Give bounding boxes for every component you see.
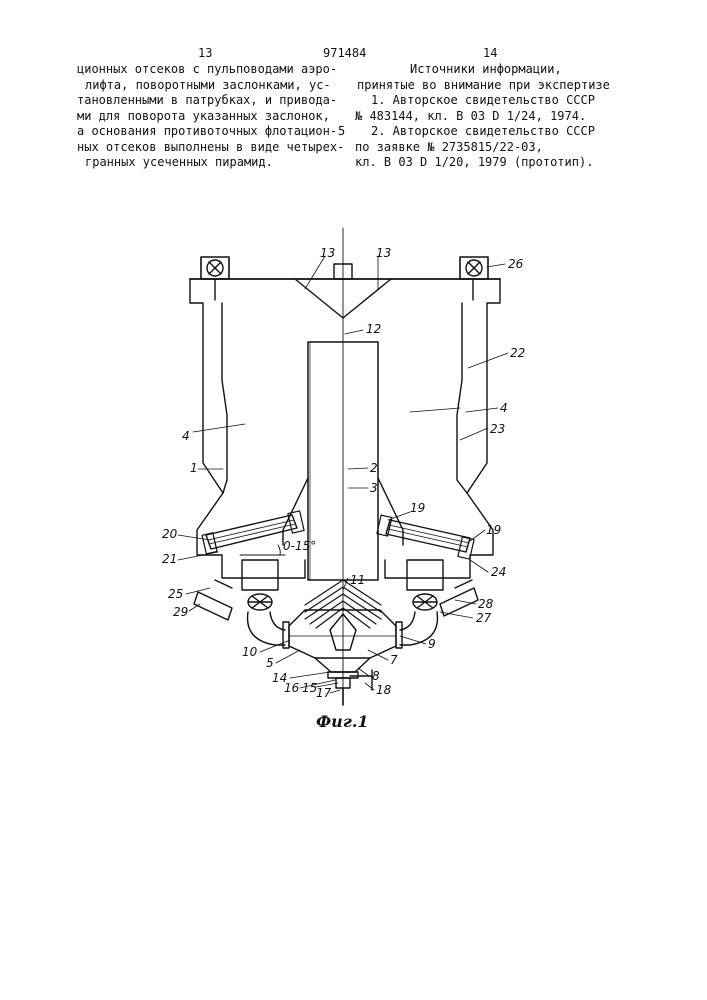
label-1: 1 bbox=[190, 461, 198, 475]
label-4a: 4 bbox=[182, 429, 190, 443]
right-valve-icon bbox=[460, 257, 488, 279]
left-flange-10 bbox=[283, 622, 289, 648]
label-16: 16 bbox=[284, 681, 300, 695]
label-15: 15 bbox=[302, 681, 317, 695]
left-u-bend bbox=[248, 612, 285, 645]
label-2: 2 bbox=[370, 461, 378, 475]
right-impeller-icon bbox=[413, 594, 437, 610]
label-24: 24 bbox=[491, 565, 506, 579]
right-airlift-housing bbox=[407, 560, 443, 590]
label-3: 3 bbox=[370, 481, 378, 495]
label-13b: 13 bbox=[376, 246, 391, 260]
label-8: 8 bbox=[372, 669, 380, 683]
left-airlift-housing bbox=[242, 560, 278, 590]
right-flange-9 bbox=[396, 622, 402, 648]
label-19a: 19 bbox=[410, 501, 425, 515]
left-inner-wall bbox=[222, 303, 227, 493]
right-slanted-pipe bbox=[440, 580, 478, 616]
label-27: 27 bbox=[476, 611, 492, 625]
label-19b: 19 bbox=[486, 523, 501, 537]
label-29: 29 bbox=[173, 605, 188, 619]
figure-caption: Фиг.1 bbox=[316, 712, 369, 731]
angle-label: 0-15° bbox=[283, 539, 316, 553]
label-28: 28 bbox=[478, 597, 494, 611]
label-25: 25 bbox=[168, 587, 183, 601]
label-12: 12 bbox=[366, 322, 381, 336]
left-valve-icon bbox=[201, 257, 229, 279]
label-20: 20 bbox=[162, 527, 178, 541]
right-aerator-plate bbox=[377, 515, 474, 559]
label-4b: 4 bbox=[500, 401, 508, 415]
left-slanted-pipe bbox=[194, 580, 232, 620]
bottom-cone bbox=[315, 658, 370, 672]
label-7: 7 bbox=[390, 653, 398, 667]
label-18: 18 bbox=[376, 683, 392, 697]
label-9: 9 bbox=[428, 637, 436, 651]
label-11: 11 bbox=[350, 573, 365, 587]
angle-arc bbox=[278, 545, 280, 555]
right-inner-wall bbox=[457, 303, 467, 493]
label-21: 21 bbox=[162, 552, 177, 566]
label-17: 17 bbox=[316, 686, 332, 700]
left-impeller-icon bbox=[248, 594, 272, 610]
left-chamber-outline bbox=[190, 279, 305, 578]
label-10: 10 bbox=[242, 645, 258, 659]
label-26: 26 bbox=[508, 257, 524, 271]
label-13a: 13 bbox=[320, 246, 335, 260]
lower-chamber-outline bbox=[289, 610, 396, 658]
label-23: 23 bbox=[490, 422, 505, 436]
label-22: 22 bbox=[510, 346, 525, 360]
right-chamber-outline bbox=[385, 279, 500, 578]
label-5: 5 bbox=[266, 656, 274, 670]
